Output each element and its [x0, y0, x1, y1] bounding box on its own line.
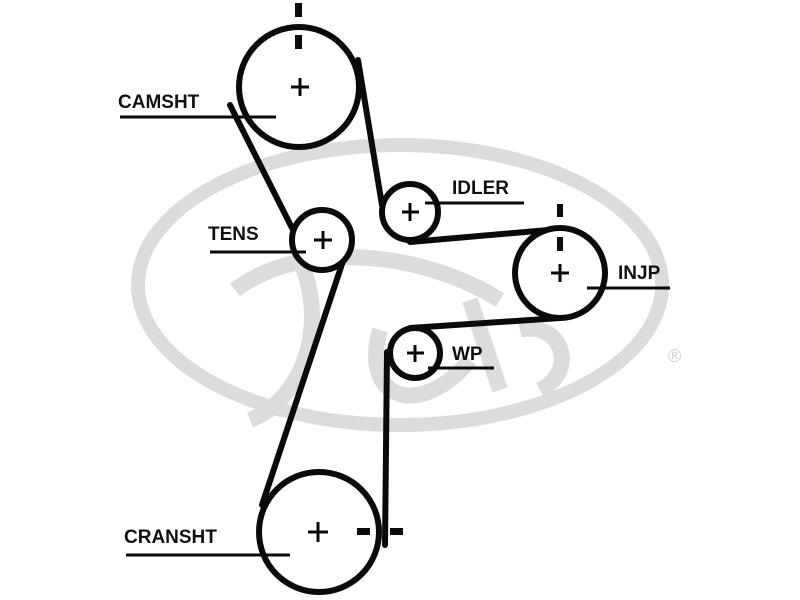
cransht-timing-mark-inner [357, 528, 370, 535]
pulley-wp: WP [387, 325, 494, 381]
injp-timing-mark-top [557, 204, 563, 217]
belt-injp-to-wp [407, 315, 563, 331]
cransht-label: CRANSHT [124, 527, 217, 548]
injp-center-plus [551, 264, 569, 282]
pulley-cransht: CRANSHT [124, 469, 403, 595]
pulley-idler: IDLER [379, 178, 524, 243]
belt-wp-to-crank [382, 349, 390, 548]
cransht-timing-mark-outer [390, 528, 403, 535]
idler-center-plus [402, 203, 419, 221]
cransht-center-plus [308, 522, 328, 542]
belt [227, 57, 563, 548]
wp-label: WP [452, 344, 483, 365]
pulley-camsht: CAMSHT [118, 3, 362, 150]
gates-watermark: ® [131, 138, 681, 432]
camsht-timing-mark-inner [295, 35, 302, 49]
camsht-label: CAMSHT [118, 92, 200, 113]
belt-cam-to-idler [355, 57, 385, 208]
watermark-ellipse-outer [131, 138, 669, 432]
camsht-center-plus [291, 78, 309, 96]
idler-label: IDLER [452, 178, 509, 199]
belt-tens-to-cam [227, 102, 295, 231]
registered-mark: ® [668, 346, 681, 366]
pulley-tens: TENS [208, 207, 355, 273]
watermark-script [230, 249, 570, 428]
injp-label: INJP [618, 263, 661, 284]
tens-center-plus [314, 231, 332, 249]
camsht-timing-mark-top [295, 3, 302, 17]
wp-center-plus [407, 345, 424, 362]
belt-idler-to-injp [407, 226, 563, 245]
belt-crank-to-tens [259, 252, 348, 508]
tens-label: TENS [208, 224, 259, 245]
pulley-injp: INJP [512, 204, 670, 321]
injp-timing-mark-inner [557, 237, 563, 251]
